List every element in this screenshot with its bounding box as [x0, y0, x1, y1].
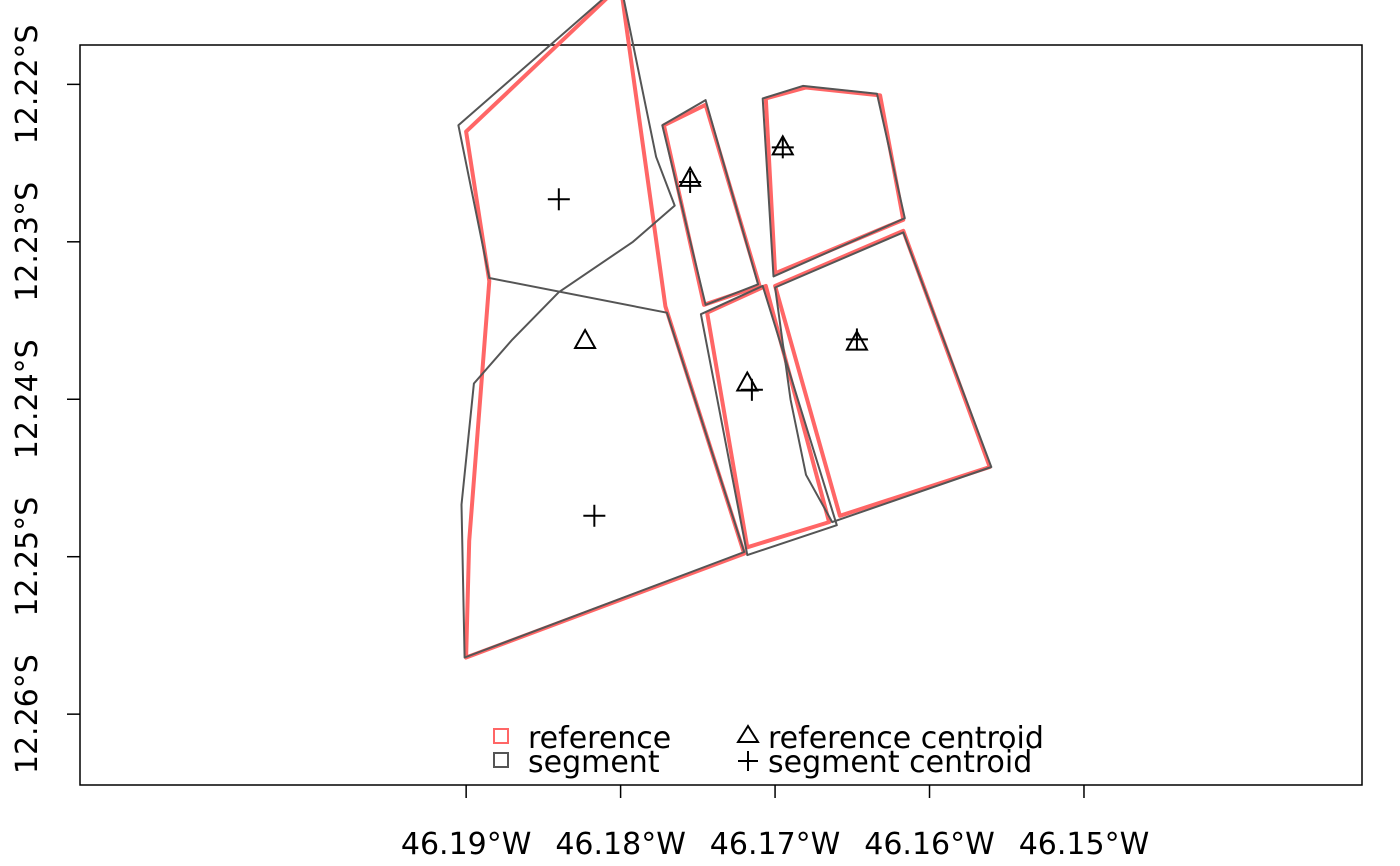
x-tick-label-3: 46.16°W — [864, 827, 995, 862]
y-tick-label-3: 12.25°S — [10, 497, 45, 617]
segment-centroid-0 — [547, 188, 570, 211]
legend-segment-swatch — [493, 752, 509, 768]
y-tick-label-1: 12.23°S — [10, 182, 45, 302]
segment-polygon-2 — [761, 84, 906, 278]
y-axis: 12.22°S 12.23°S 12.24°S 12.25°S 12.26°S — [10, 24, 80, 774]
y-tick-label-0: 12.22°S — [10, 24, 45, 144]
x-tick-label-0: 46.19°W — [401, 827, 532, 862]
x-tick-label-1: 46.18°W — [555, 827, 686, 862]
segment-centroid-4 — [740, 378, 763, 401]
polygon-layer — [457, 0, 993, 660]
segment-polygon-3 — [699, 284, 838, 557]
legend-segment-centroid-swatch — [738, 751, 758, 771]
reference-polygon-1 — [661, 102, 762, 307]
y-tick-label-2: 12.24°S — [10, 339, 45, 459]
segment-centroid-5 — [845, 328, 868, 351]
centroid-layer — [547, 134, 869, 527]
legend: reference segment reference centroid seg… — [493, 721, 1044, 780]
plot-frame — [79, 44, 1363, 786]
legend-reference-centroid-label: reference centroid — [768, 721, 1044, 756]
legend-reference-label: reference — [528, 721, 671, 756]
segment-centroid-3 — [771, 136, 794, 159]
x-tick-label-2: 46.17°W — [710, 827, 841, 862]
x-tick-label-4: 46.15°W — [1019, 827, 1150, 862]
y-tick-label-4: 12.26°S — [10, 654, 45, 774]
legend-reference-swatch — [493, 728, 509, 744]
reference-polygon-0 — [464, 0, 747, 660]
legend-reference-centroid-swatch — [736, 724, 760, 743]
segment-polygon-4 — [774, 231, 993, 524]
reference-centroid-3 — [735, 370, 759, 392]
reference-polygon-3 — [705, 283, 832, 550]
x-axis: 46.19°W 46.18°W 46.17°W 46.16°W 46.15°W — [401, 785, 1149, 862]
segment-polygon-0 — [457, 0, 746, 659]
segment-centroid-1 — [583, 504, 606, 527]
segment-polygon-1 — [661, 99, 760, 306]
legend-segment-centroid-label: segment centroid — [768, 745, 1032, 780]
segment-centroid-2 — [679, 170, 702, 193]
legend-segment-label: segment — [528, 745, 660, 780]
reference-centroid-0 — [573, 327, 597, 349]
